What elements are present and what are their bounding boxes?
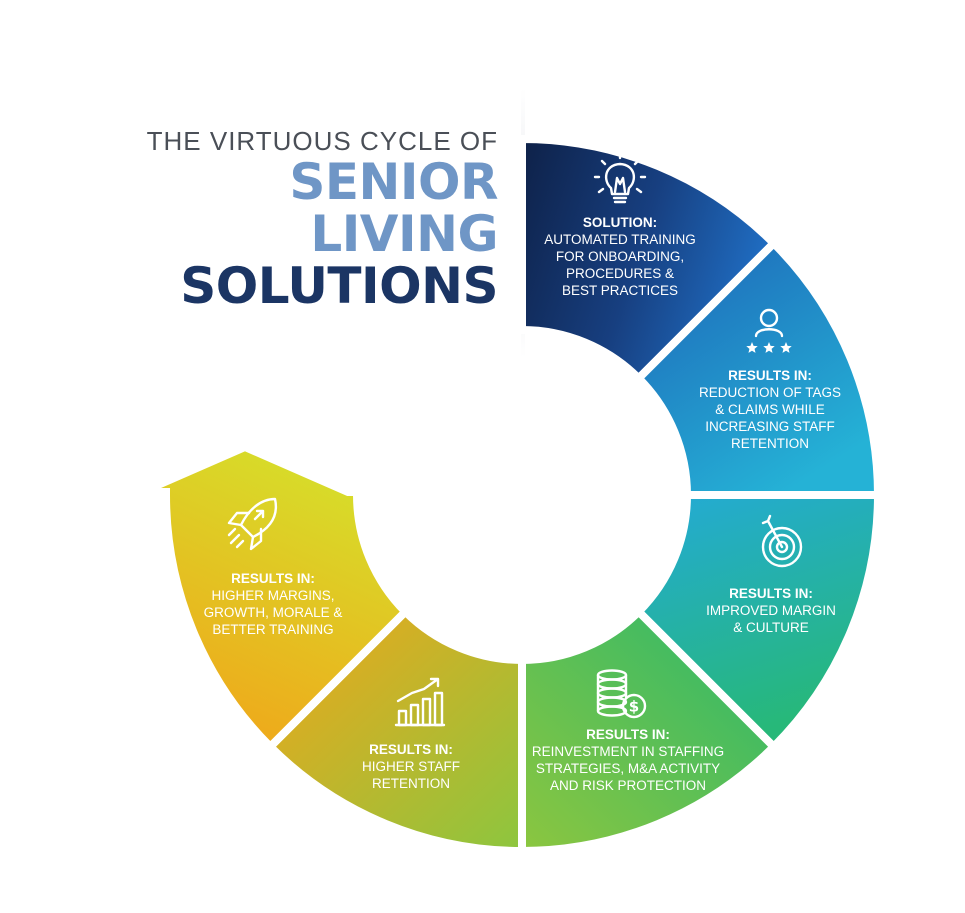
segment-6-heading: RESULTS IN: bbox=[231, 571, 315, 586]
segment-2-heading: RESULTS IN: bbox=[728, 368, 812, 383]
segment-2-line-4: RETENTION bbox=[731, 436, 809, 451]
segment-4-line-1: REINVESTMENT IN STAFFING bbox=[532, 744, 724, 759]
segment-1-line-3: PROCEDURES & bbox=[566, 266, 674, 281]
title-block: THE VIRTUOUS CYCLE OF SENIOR LIVING SOLU… bbox=[146, 126, 499, 315]
cycle-segments bbox=[140, 134, 883, 856]
title-solutions: SOLUTIONS bbox=[180, 257, 498, 315]
cycle-segment-5 bbox=[264, 606, 526, 856]
segment-4-line-3: AND RISK PROTECTION bbox=[550, 778, 706, 793]
segment-2-line-3: INCREASING STAFF bbox=[705, 419, 835, 434]
cycle-segment-6 bbox=[140, 442, 411, 753]
segment-1-line-1: AUTOMATED TRAINING bbox=[544, 232, 696, 247]
target-icon bbox=[761, 514, 803, 568]
cycle-segment-2 bbox=[633, 237, 883, 499]
segment-3-line-2: & CULTURE bbox=[733, 620, 809, 635]
segment-3-heading: RESULTS IN: bbox=[729, 586, 813, 601]
title-living: LIVING bbox=[310, 205, 498, 263]
cycle-icons: $ bbox=[227, 152, 803, 727]
segment-5-line-1: HIGHER STAFF bbox=[362, 759, 460, 774]
rocket-icon bbox=[227, 497, 278, 551]
segment-6-line-2: GROWTH, MORALE & bbox=[204, 605, 343, 620]
svg-text:$: $ bbox=[629, 698, 639, 716]
coins-dollar-icon: $ bbox=[596, 669, 647, 719]
segment-2-line-1: REDUCTION OF TAGS bbox=[699, 385, 841, 400]
segment-1-line-2: FOR ONBOARDING, bbox=[556, 249, 684, 264]
segment-5-line-2: RETENTION bbox=[372, 776, 450, 791]
cycle-segment-3 bbox=[633, 491, 883, 753]
lightbulb-icon bbox=[593, 152, 647, 204]
segment-5-heading: RESULTS IN: bbox=[369, 742, 453, 757]
cycle-labels: SOLUTION: AUTOMATED TRAINING FOR ONBOARDIN… bbox=[204, 215, 841, 793]
segment-1-heading: SOLUTION: bbox=[583, 215, 657, 230]
cycle-segment-4 bbox=[518, 606, 780, 856]
title-senior: SENIOR bbox=[289, 153, 498, 211]
title-pre: THE VIRTUOUS CYCLE OF bbox=[146, 126, 498, 156]
person-rating-icon bbox=[746, 308, 792, 353]
segment-4-heading: RESULTS IN: bbox=[586, 727, 670, 742]
segment-3-line-1: IMPROVED MARGIN bbox=[706, 603, 836, 618]
segment-6-line-1: HIGHER MARGINS, bbox=[211, 588, 334, 603]
segment-6-line-3: BETTER TRAINING bbox=[212, 622, 333, 637]
growth-chart-icon bbox=[394, 677, 446, 727]
cycle-segment-1 bbox=[518, 134, 780, 384]
segment-4-line-2: STRATEGIES, M&A ACTIVITY bbox=[536, 761, 720, 776]
segment-1-line-4: BEST PRACTICES bbox=[562, 283, 678, 298]
segment-2-line-2: & CLAIMS WHILE bbox=[715, 402, 825, 417]
